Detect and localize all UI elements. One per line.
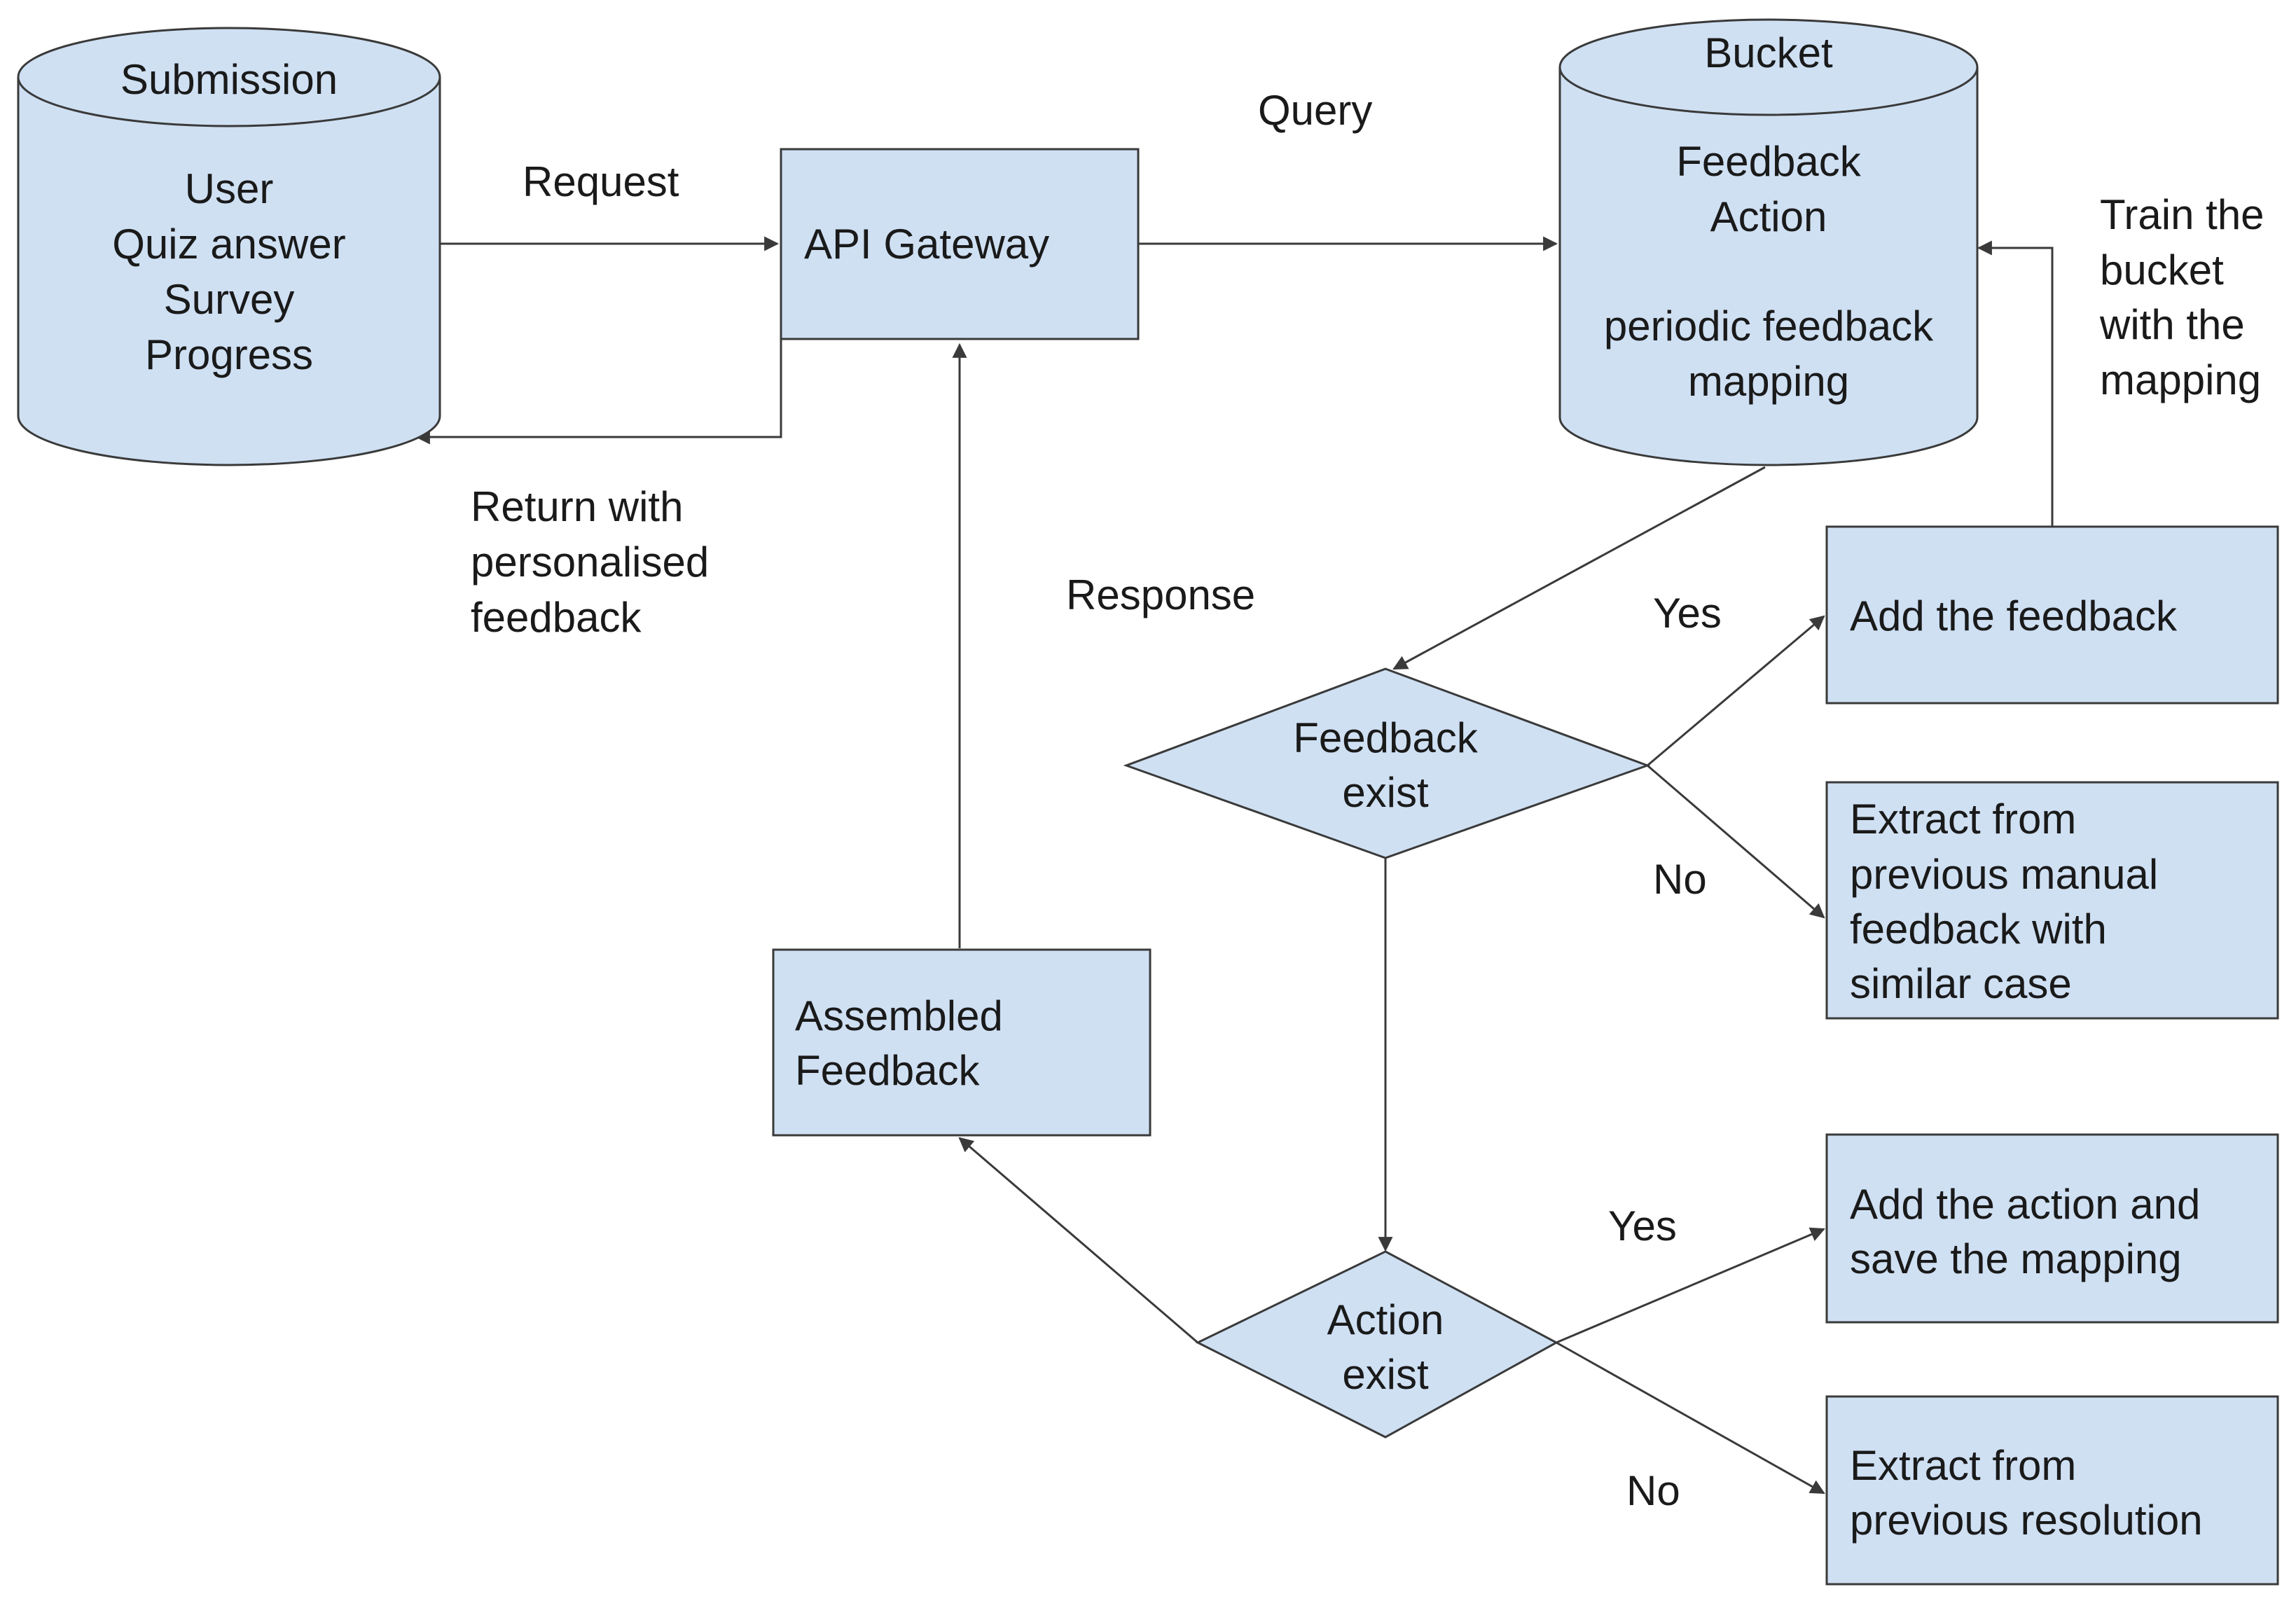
feedback-exist-decision: Feedback exist (1123, 667, 1651, 859)
edge-feedback-no (1647, 764, 1825, 919)
edge-train-bucket (1977, 240, 2054, 527)
edge-bucket-to-feedback-exist (1392, 466, 1766, 670)
submission-line-progress: Progress (145, 331, 313, 378)
extract-manual-line-4: similar case (1850, 960, 2072, 1007)
label-response: Response (1066, 571, 1255, 618)
bucket-line-feedback: Feedback (1676, 138, 1861, 185)
edge-action-no (1556, 1341, 1825, 1495)
label-train-line-4: mapping (2100, 356, 2261, 403)
edge-action-to-assembled (958, 1137, 1198, 1344)
submission-line-quiz: Quiz answer (112, 221, 345, 268)
bucket-datastore: Bucket Feedback Action periodic feedback… (1558, 18, 1979, 466)
api-gateway-node: API Gateway (780, 148, 1140, 340)
api-gateway-label: API Gateway (804, 221, 1049, 268)
action-exist-line-1: Action (1327, 1296, 1444, 1343)
label-train-line-3: with the (2099, 301, 2245, 348)
label-feedback-yes: Yes (1653, 590, 1722, 637)
label-return-line-1: Return with (471, 483, 683, 530)
feedback-exist-line-1: Feedback (1293, 714, 1478, 761)
feedback-exist-line-2: exist (1342, 769, 1429, 816)
bucket-line-mapping: mapping (1688, 358, 1849, 405)
label-action-no: No (1626, 1467, 1680, 1514)
action-exist-line-2: exist (1342, 1351, 1429, 1398)
label-request: Request (523, 158, 679, 205)
label-train-line-2: bucket (2100, 247, 2224, 293)
extract-resolution-line-1: Extract from (1850, 1442, 2076, 1489)
extract-manual-line-2: previous manual (1850, 851, 2158, 898)
submission-line-survey: Survey (164, 276, 295, 323)
add-action-node: Add the action and save the mapping (1825, 1133, 2279, 1324)
edge-feedback-yes (1647, 615, 1825, 767)
bucket-title: Bucket (1704, 29, 1833, 76)
extract-resolution-line-2: previous resolution (1850, 1497, 2203, 1544)
label-return-line-3: feedback (471, 594, 642, 641)
add-action-line-2: save the mapping (1850, 1235, 2182, 1282)
edge-return (415, 339, 782, 445)
extract-manual-line-1: Extract from (1850, 796, 2076, 843)
extract-resolution-node: Extract from previous resolution (1825, 1395, 2279, 1586)
action-exist-decision: Action exist (1195, 1250, 1559, 1439)
edge-labels: Request Return with personalised feedbac… (471, 87, 2264, 1514)
edges (415, 236, 2054, 1495)
add-feedback-node: Add the feedback (1825, 525, 2279, 705)
submission-datastore: Submission User Quiz answer Survey Progr… (17, 27, 441, 466)
add-action-line-1: Add the action and (1850, 1181, 2200, 1228)
extract-manual-line-3: feedback with (1850, 906, 2107, 952)
label-return-line-2: personalised (471, 539, 709, 585)
assembled-feedback-node: Assembled Feedback (772, 948, 1152, 1137)
label-train-line-1: Train the (2100, 191, 2264, 238)
assembled-feedback-line-1: Assembled (795, 992, 1003, 1039)
label-feedback-no: No (1653, 856, 1707, 903)
edge-action-yes (1556, 1227, 1825, 1344)
bucket-line-periodic: periodic feedback (1604, 303, 1934, 349)
assembled-feedback-line-2: Feedback (795, 1047, 980, 1094)
bucket-line-action: Action (1710, 193, 1827, 240)
submission-line-user: User (185, 165, 274, 212)
submission-title: Submission (120, 56, 338, 103)
extract-manual-feedback-node: Extract from previous manual feedback wi… (1825, 781, 2279, 1020)
label-query: Query (1258, 87, 1372, 134)
add-feedback-label: Add the feedback (1850, 592, 2178, 639)
label-action-yes: Yes (1608, 1202, 1677, 1249)
